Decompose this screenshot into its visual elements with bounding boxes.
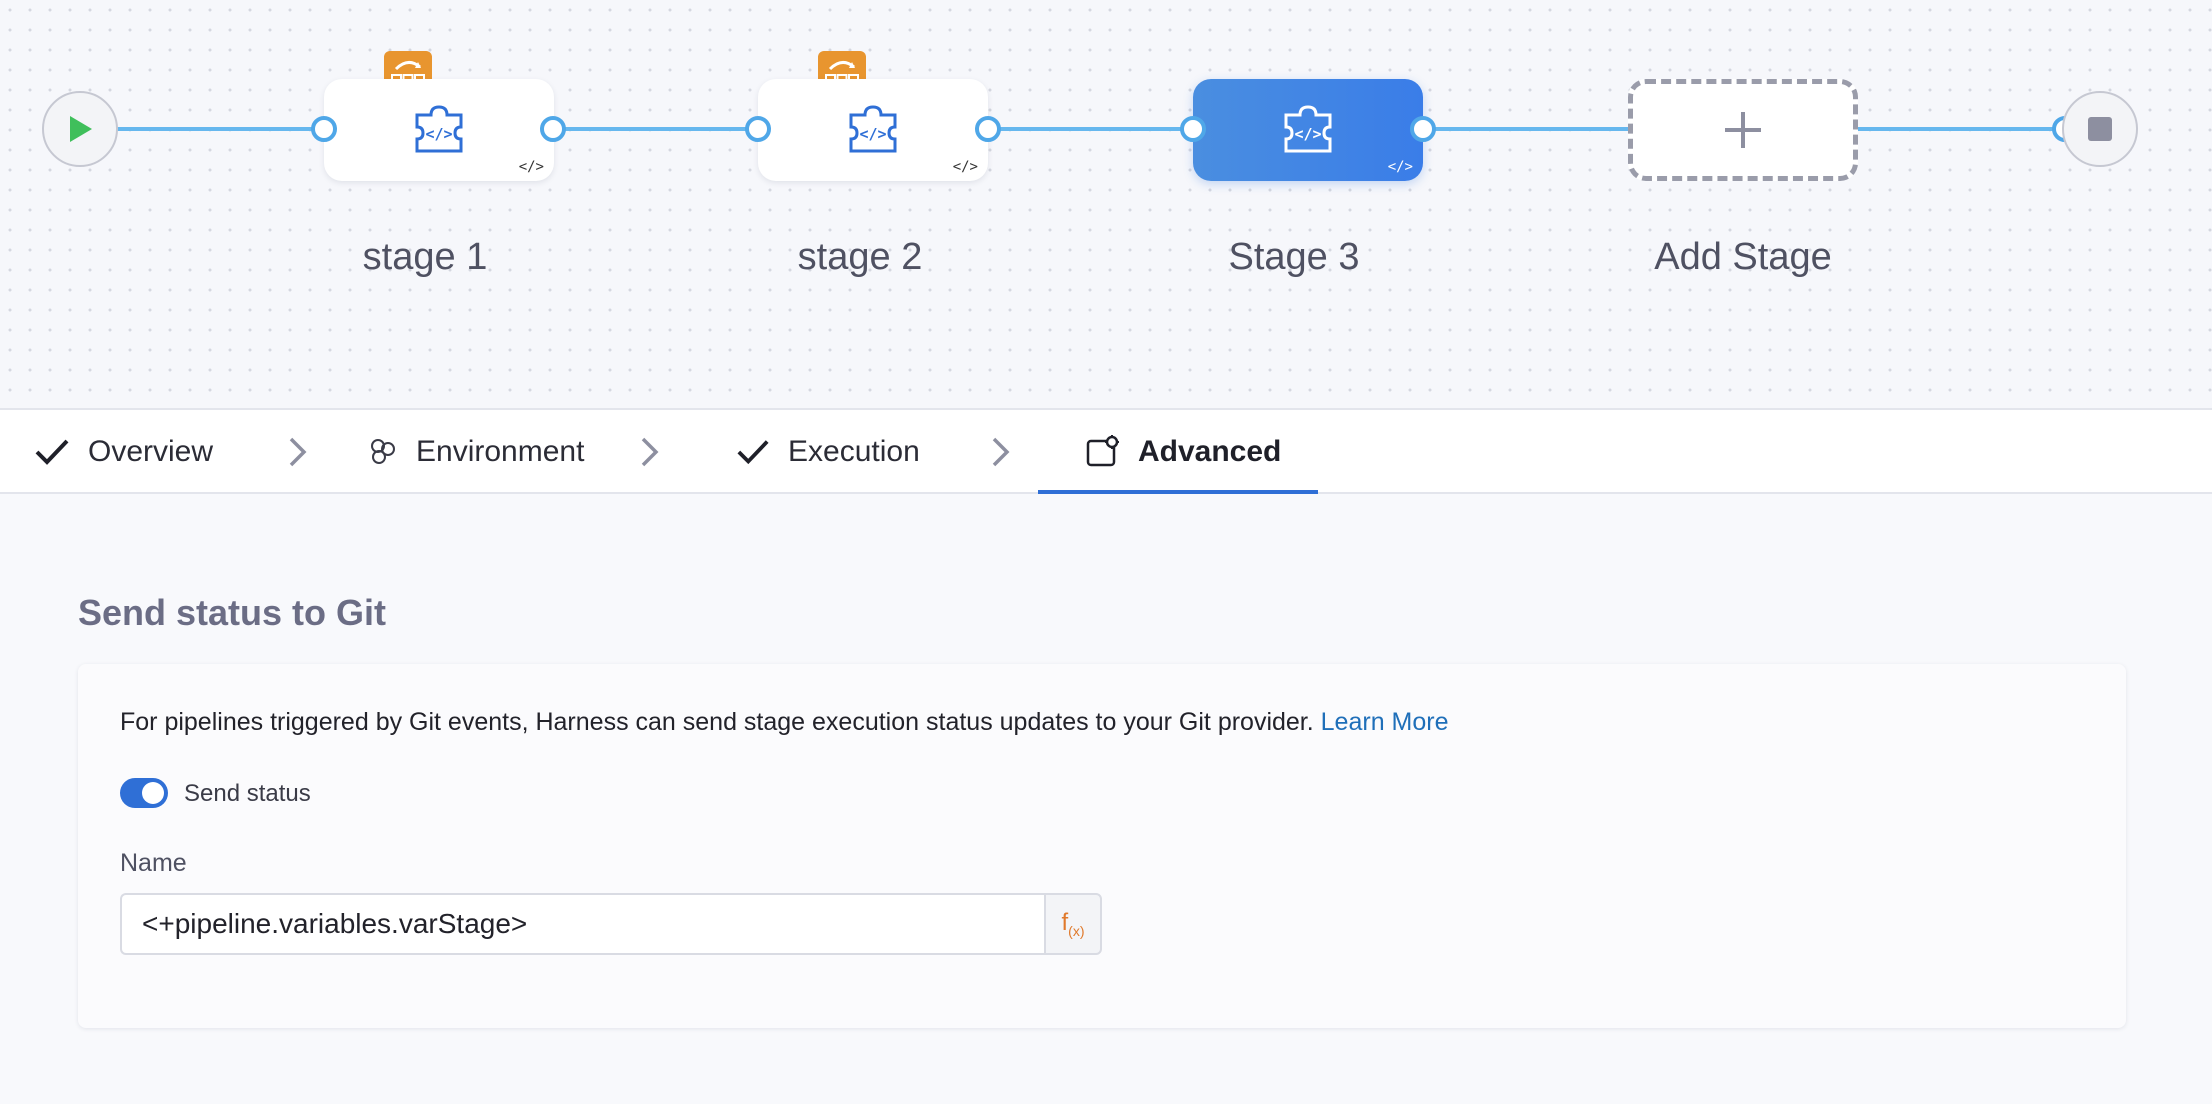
environment-icon <box>371 439 395 464</box>
send-status-label: Send status <box>184 780 311 807</box>
connector-line <box>552 127 760 131</box>
chevron-right-icon <box>641 437 659 467</box>
section-title: Send status to Git <box>78 592 387 633</box>
play-icon <box>70 116 92 142</box>
stage-node-2[interactable]: </> </> <box>758 79 988 181</box>
name-input[interactable]: <+pipeline.variables.varStage> <box>120 893 1046 955</box>
stage-node-1[interactable]: </> </> <box>324 79 554 181</box>
stage-label: Stage 3 <box>1228 236 1360 278</box>
pipeline-end-node[interactable] <box>2062 91 2138 167</box>
fx-icon: f(x) <box>1062 909 1085 939</box>
check-icon <box>737 440 769 465</box>
svg-text:</>: </> <box>425 125 452 143</box>
description-text: For pipelines triggered by Git events, H… <box>120 708 1314 736</box>
connector-line <box>1424 127 1630 131</box>
code-icon: </> <box>1387 159 1413 175</box>
tab-label: Advanced <box>1138 435 1282 468</box>
svg-text:</>: </> <box>1294 125 1321 143</box>
toggle-knob <box>142 782 164 804</box>
stage-label: stage 1 <box>362 236 488 278</box>
tab-label: Execution <box>788 435 920 468</box>
stage-port-out[interactable] <box>540 116 566 142</box>
stage-label: stage 2 <box>797 236 923 278</box>
custom-stage-icon: </> <box>1284 105 1332 153</box>
learn-more-link[interactable]: Learn More <box>1320 708 1449 736</box>
chevron-right-icon <box>992 437 1010 467</box>
active-tab-indicator <box>1038 490 1318 494</box>
plus-icon <box>1725 112 1761 148</box>
name-input-value: <+pipeline.variables.varStage> <box>142 908 528 939</box>
tab-execution[interactable]: Execution <box>736 410 920 494</box>
pipeline-canvas[interactable]: </> </> stage 1 </> </> stage 2 </> </> … <box>0 0 2212 410</box>
fx-sub: (x) <box>1068 922 1085 939</box>
connector-line <box>116 127 324 131</box>
stop-icon <box>2088 117 2112 141</box>
stage-port-out[interactable] <box>975 116 1001 142</box>
stage-node-3-selected[interactable]: </> </> <box>1193 79 1423 181</box>
chevron-right-icon <box>289 437 307 467</box>
svg-text:</>: </> <box>859 125 886 143</box>
pipeline-start-node[interactable] <box>42 91 118 167</box>
send-status-toggle[interactable] <box>120 778 168 808</box>
tab-advanced[interactable]: Advanced <box>1086 410 1281 494</box>
add-stage-button[interactable] <box>1628 79 1858 181</box>
name-field-label: Name <box>120 849 187 877</box>
stage-port-out[interactable] <box>1410 116 1436 142</box>
fx-label: f <box>1061 909 1069 937</box>
stage-port-in[interactable] <box>745 116 771 142</box>
stage-port-in[interactable] <box>1180 116 1206 142</box>
check-icon <box>35 439 69 465</box>
tab-label: Environment <box>416 435 585 468</box>
stage-config-tabs: Overview Environment Execution Advanced <box>0 410 2212 494</box>
tab-label: Overview <box>88 435 214 468</box>
expression-toggle-button[interactable]: f(x) <box>1044 893 1102 955</box>
connector-line <box>988 127 1196 131</box>
code-icon: </> <box>518 159 544 175</box>
custom-stage-icon: </> <box>849 105 897 153</box>
tab-overview[interactable]: Overview <box>34 410 213 494</box>
tab-environment[interactable]: Environment <box>368 410 584 494</box>
send-status-card: For pipelines triggered by Git events, H… <box>78 664 2126 1028</box>
custom-stage-icon: </> <box>415 105 463 153</box>
add-stage-label: Add Stage <box>1654 236 1832 278</box>
connector-line <box>1856 127 2066 131</box>
code-icon: </> <box>952 159 978 175</box>
section-description: For pipelines triggered by Git events, H… <box>120 708 1449 737</box>
advanced-settings-icon <box>1086 435 1119 467</box>
stage-port-in[interactable] <box>311 116 337 142</box>
